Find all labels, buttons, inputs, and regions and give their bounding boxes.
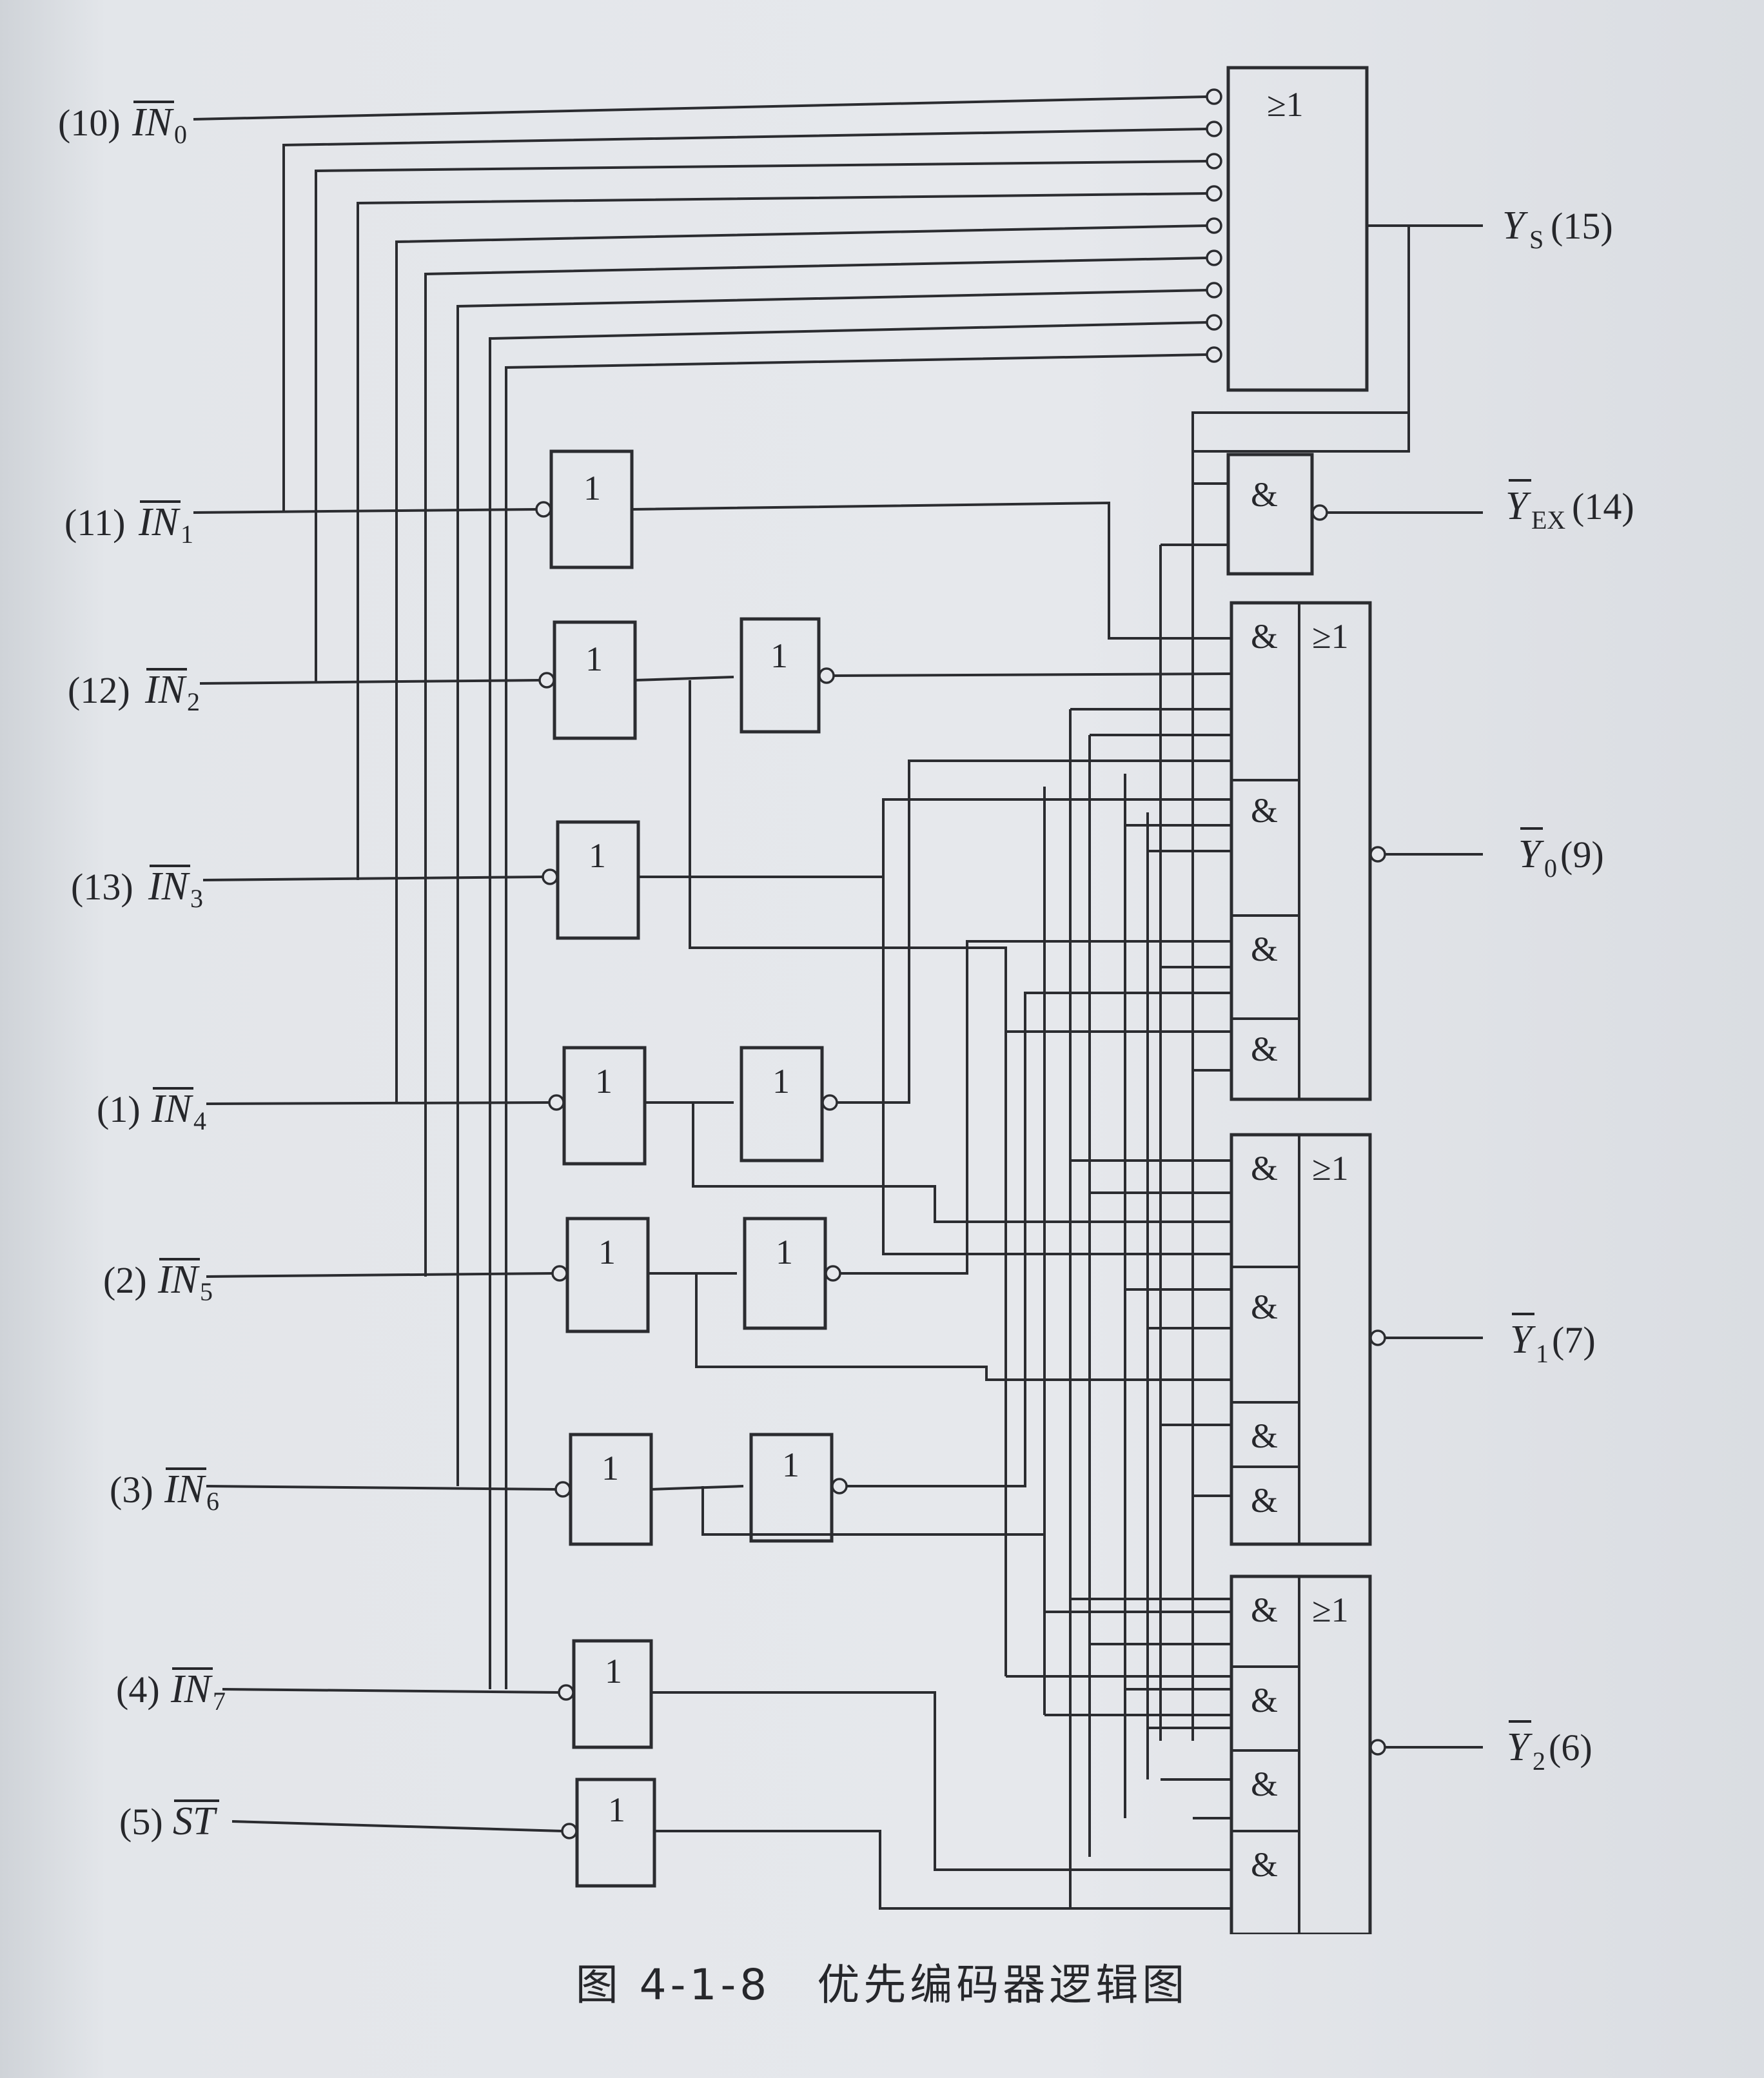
svg-text:2: 2: [187, 687, 200, 716]
not-symbol: 1: [589, 836, 606, 875]
svg-text:3: 3: [190, 884, 203, 913]
input-label-in6: (3) IN 6: [110, 1467, 219, 1516]
svg-text:(1): (1): [97, 1088, 141, 1130]
svg-text:(2): (2): [103, 1259, 147, 1301]
svg-text:0: 0: [1544, 854, 1557, 883]
input-label-in1: (11) IN 1: [64, 500, 193, 549]
not-symbol: 1: [782, 1446, 799, 1484]
svg-text:S: S: [1529, 225, 1544, 254]
output-label-ys: Y S (15): [1502, 204, 1613, 254]
y1-and-or-block: & ≥1 & & &: [1230, 1133, 1386, 1546]
svg-text:(7): (7): [1552, 1319, 1596, 1361]
svg-text:7: 7: [213, 1687, 226, 1716]
y2-and-or-block: & ≥1 & & &: [1230, 1574, 1386, 1934]
svg-text:5: 5: [200, 1277, 213, 1306]
svg-text:IN: IN: [151, 1087, 194, 1131]
svg-text:2: 2: [1533, 1747, 1545, 1776]
and-symbol: &: [1251, 1765, 1278, 1803]
and-symbol: &: [1251, 930, 1278, 968]
priority-encoder-logic-diagram: ≥1 & & ≥1 & & &: [58, 66, 1634, 1934]
not-symbol: 1: [583, 469, 601, 507]
not-symbol: 1: [605, 1652, 622, 1691]
not-symbol: 1: [585, 640, 603, 678]
and-symbol: &: [1251, 1481, 1278, 1520]
svg-text:IN: IN: [157, 1258, 201, 1302]
svg-text:IN: IN: [144, 668, 188, 712]
svg-text:(11): (11): [64, 502, 125, 544]
svg-text:Y: Y: [1507, 1725, 1533, 1769]
svg-text:EX: EX: [1531, 505, 1565, 534]
svg-text:1: 1: [1536, 1339, 1549, 1368]
wiring: [193, 95, 1483, 1910]
svg-text:IN: IN: [132, 101, 175, 144]
and-symbol: &: [1251, 1845, 1278, 1884]
and-symbol: &: [1251, 1149, 1278, 1188]
svg-text:(13): (13): [71, 866, 133, 908]
and-symbol: &: [1251, 791, 1278, 830]
input-label-in3: (13) IN 3: [71, 865, 203, 913]
output-label-y2: Y 2 (6): [1507, 1720, 1592, 1776]
or-symbol: ≥1: [1312, 617, 1349, 656]
and-symbol: &: [1251, 1591, 1278, 1629]
yex-nand-gate: &: [1226, 453, 1328, 576]
not-symbol: 1: [602, 1449, 619, 1487]
svg-text:Y: Y: [1502, 204, 1528, 248]
input-label-in4: (1) IN 4: [97, 1087, 206, 1135]
svg-text:(5): (5): [119, 1801, 163, 1843]
input-label-in7: (4) IN 7: [116, 1667, 226, 1716]
not-symbol: 1: [608, 1790, 625, 1829]
and-symbol: &: [1251, 617, 1278, 656]
not-symbol: 1: [770, 636, 788, 675]
or-symbol: ≥1: [1312, 1149, 1349, 1188]
svg-text:Y: Y: [1510, 1318, 1536, 1362]
secondary-inverters: 1 1 1 1: [740, 617, 848, 1543]
svg-text:(4): (4): [116, 1669, 160, 1710]
svg-text:(6): (6): [1549, 1727, 1592, 1769]
ys-or-gate: ≥1: [1206, 66, 1369, 392]
and-symbol: &: [1251, 1030, 1278, 1068]
input-label-in5: (2) IN 5: [103, 1258, 213, 1306]
svg-text:(10): (10): [58, 102, 121, 144]
not-symbol: 1: [772, 1062, 790, 1101]
output-label-yex: Y EX (14): [1505, 479, 1634, 534]
and-symbol: &: [1251, 475, 1278, 514]
svg-text:IN: IN: [138, 500, 181, 544]
svg-text:ST: ST: [173, 1799, 218, 1843]
output-label-y1: Y 1 (7): [1510, 1313, 1596, 1368]
svg-text:(15): (15): [1551, 205, 1613, 247]
svg-text:(3): (3): [110, 1469, 153, 1511]
not-symbol: 1: [776, 1233, 793, 1271]
or-symbol: ≥1: [1312, 1591, 1349, 1629]
svg-text:4: 4: [193, 1106, 206, 1135]
and-symbol: &: [1251, 1288, 1278, 1326]
svg-text:Y: Y: [1518, 832, 1544, 876]
not-symbol: 1: [595, 1062, 612, 1101]
y0-and-or-block: & ≥1 & & &: [1230, 601, 1386, 1101]
svg-text:IN: IN: [170, 1667, 213, 1711]
svg-text:6: 6: [206, 1487, 219, 1516]
input-inverters: 1 1 1 1 1 1 1 1: [535, 449, 656, 1888]
svg-text:1: 1: [181, 520, 193, 549]
svg-text:Y: Y: [1505, 484, 1531, 528]
input-label-in0: (10) IN 0: [58, 101, 187, 149]
svg-text:0: 0: [174, 120, 187, 149]
input-label-st: (5) ST: [119, 1799, 219, 1843]
or-symbol: ≥1: [1267, 85, 1304, 124]
and-symbol: &: [1251, 1681, 1278, 1720]
not-symbol: 1: [598, 1233, 616, 1271]
svg-text:(9): (9): [1560, 834, 1604, 876]
figure-caption: 图 4-1-8 优先编码器逻辑图: [575, 1960, 1189, 2010]
svg-text:(12): (12): [68, 669, 130, 711]
output-label-y0: Y 0 (9): [1518, 827, 1604, 883]
input-label-in2: (12) IN 2: [68, 668, 200, 716]
svg-text:(14): (14): [1572, 485, 1634, 527]
and-symbol: &: [1251, 1416, 1278, 1455]
svg-text:IN: IN: [164, 1467, 207, 1511]
svg-text:IN: IN: [148, 865, 191, 908]
